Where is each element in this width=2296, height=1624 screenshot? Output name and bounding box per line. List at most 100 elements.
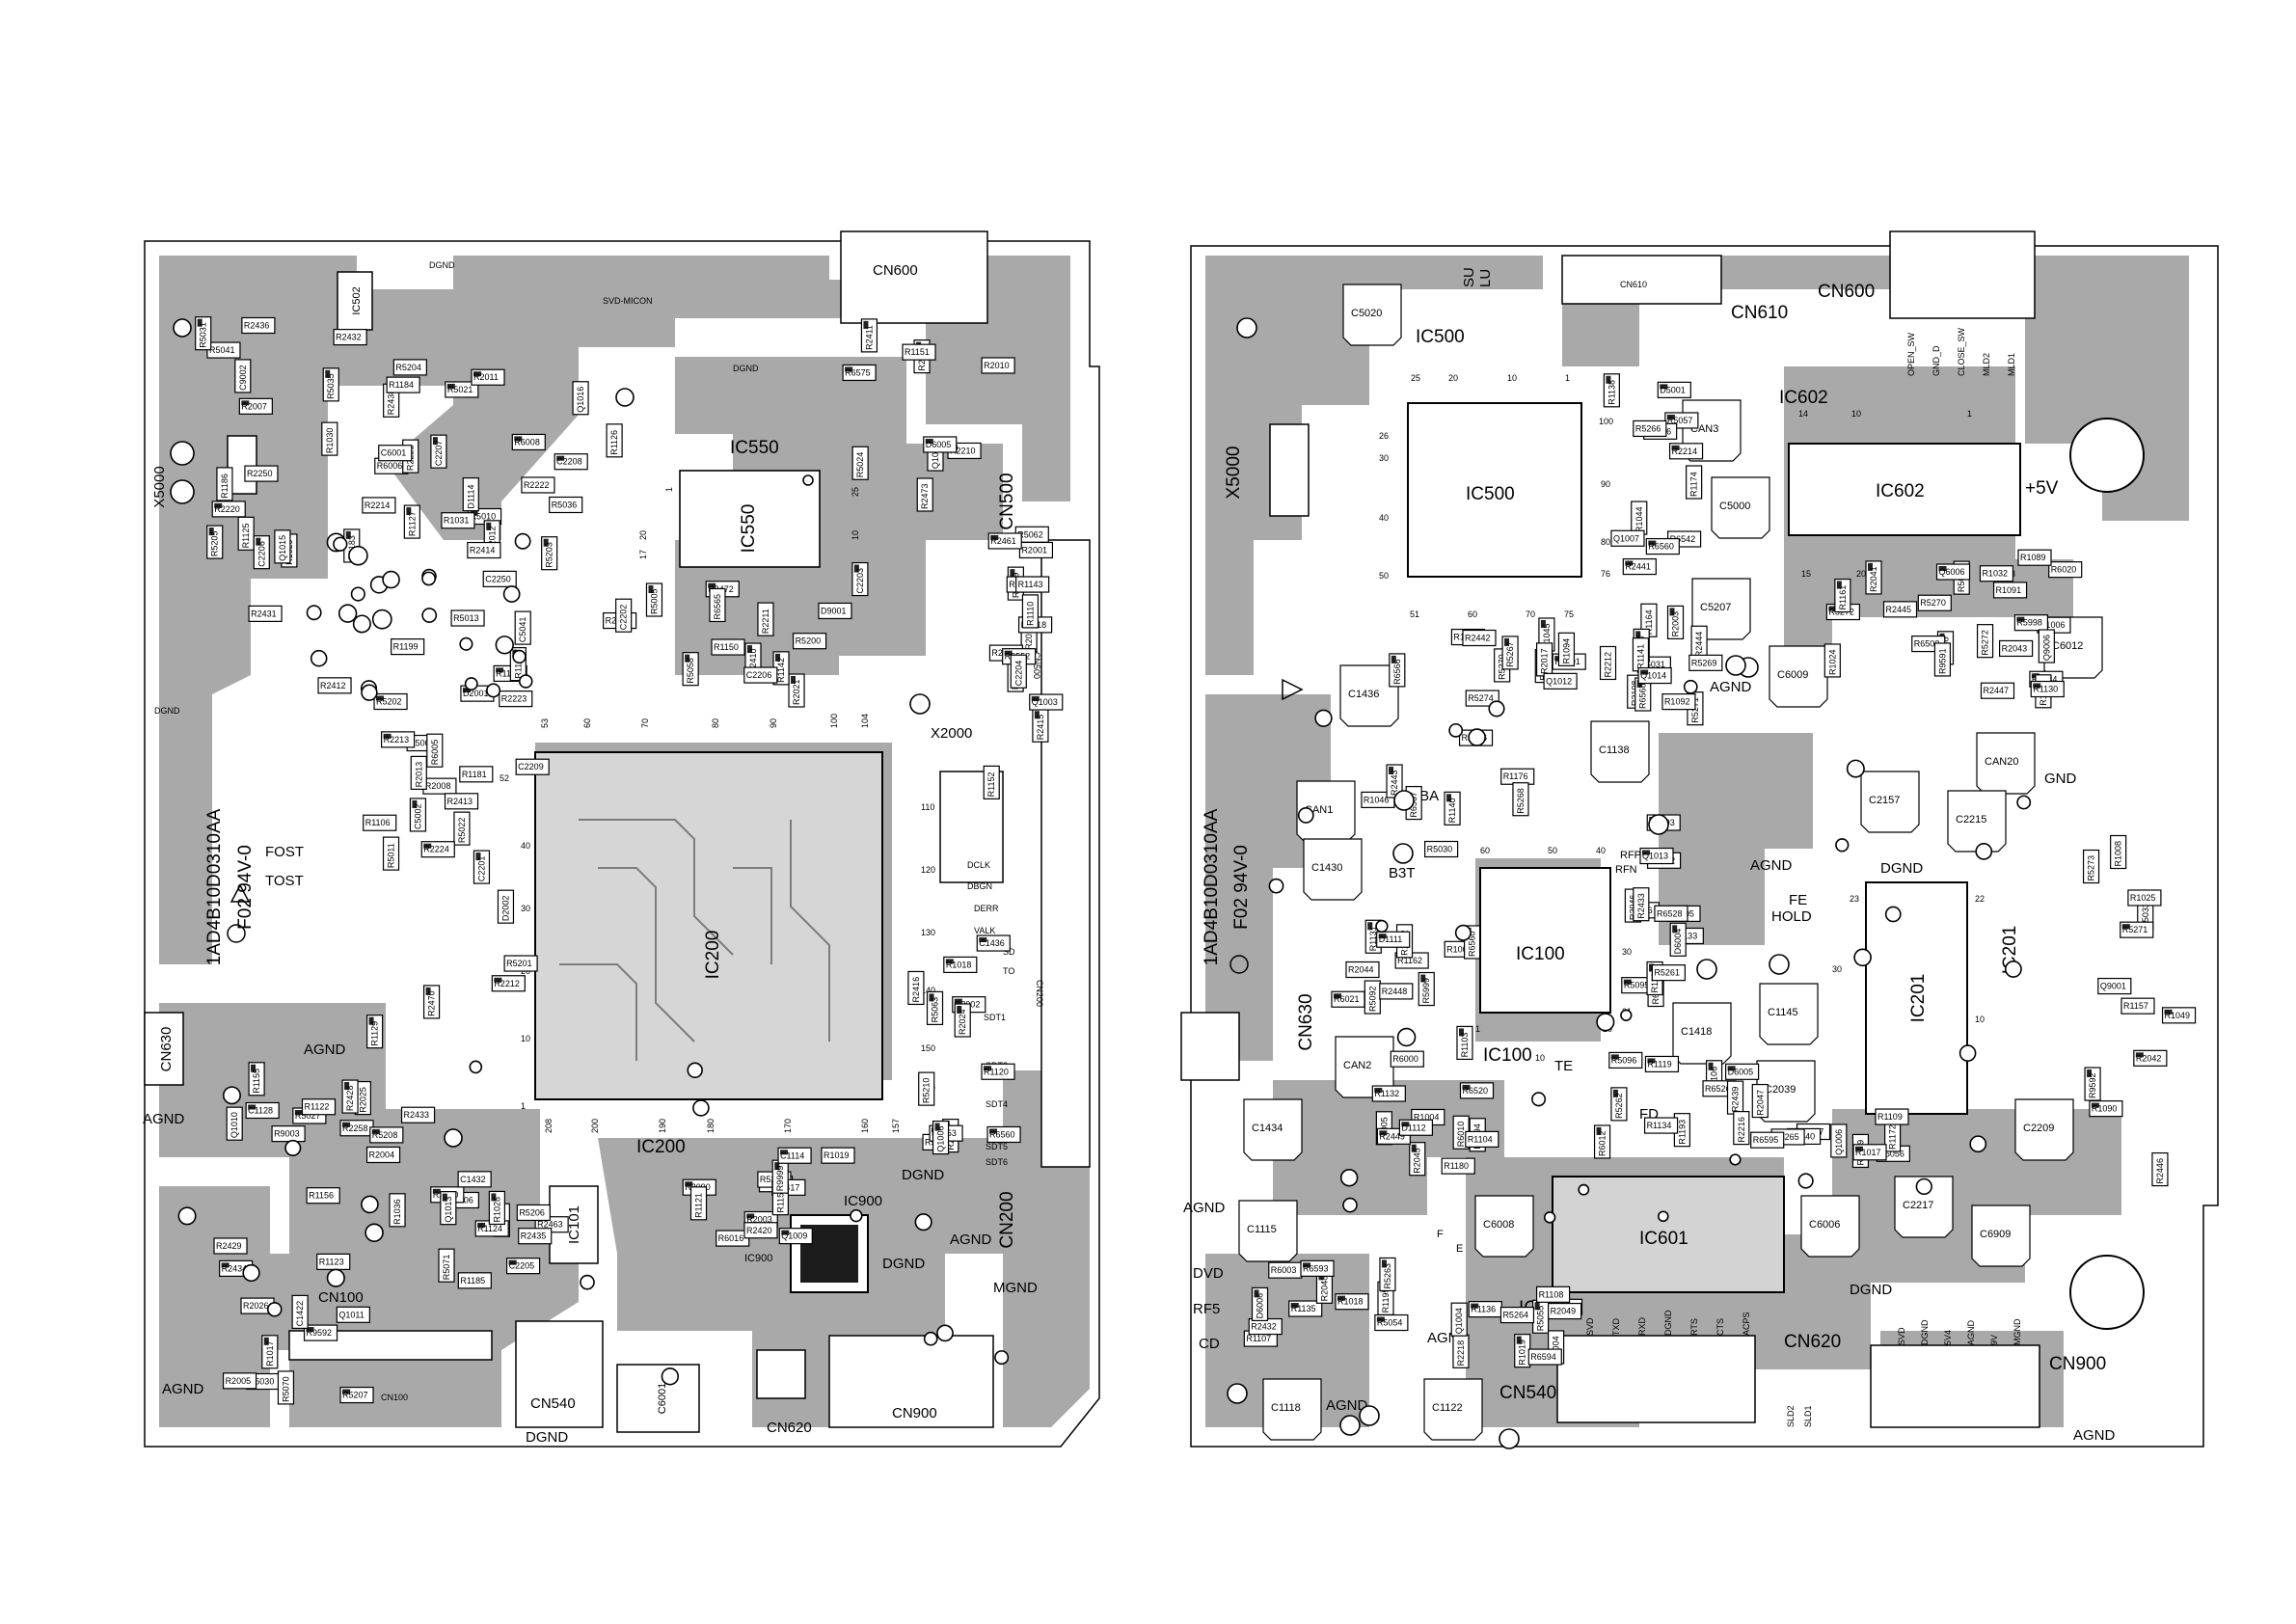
component-ref: R6575 <box>845 367 871 377</box>
ic200-pin: 170 <box>783 1119 793 1133</box>
component-ref: R1140 <box>1447 798 1457 823</box>
svd-micon-label: SVD-MICON <box>603 296 653 306</box>
signal-label-bottom: CTS <box>1715 1318 1725 1336</box>
component: R5200 <box>792 633 827 650</box>
component-ref: R2212 <box>1604 652 1613 678</box>
via <box>486 683 501 698</box>
net-label-agnd_4: AGND <box>1326 1397 1368 1414</box>
signal-label-top: MLD1 <box>2007 353 2016 376</box>
component: R1049 <box>2161 1007 2197 1024</box>
component: Q1003 <box>1029 693 1064 711</box>
component: D1111 <box>1376 931 1411 948</box>
capacitor-ref: C1122 <box>1432 1402 1463 1414</box>
ic200-pin: 110 <box>921 802 934 812</box>
component-ref: R5204 <box>395 363 421 372</box>
via <box>1236 317 1257 338</box>
net-label-agnd_6: AGND <box>2073 1427 2116 1444</box>
via <box>1797 1173 1814 1189</box>
net-label-su: SU <box>1461 267 1477 287</box>
component: R9999 <box>771 1159 789 1194</box>
component-ref: R5207 <box>342 1391 368 1400</box>
component: R2017 <box>1535 642 1553 677</box>
component: C6001 <box>378 445 413 462</box>
component-ref: R1193 <box>1677 1120 1687 1145</box>
component: R6560 <box>1645 537 1680 555</box>
cn900-a <box>828 1335 994 1428</box>
component-ref: R1155 <box>252 1069 261 1094</box>
via <box>518 674 533 689</box>
component-ref: R5272 <box>1981 630 1990 656</box>
component-ref: R5261 <box>1654 968 1680 978</box>
component-ref: R5057 <box>1667 416 1693 425</box>
component-ref: R5055 <box>1536 1306 1546 1332</box>
ic602-ref: IC602 <box>1779 388 1828 408</box>
component: C2250 <box>482 570 517 587</box>
component: R2250 <box>244 465 279 482</box>
via <box>580 1274 595 1290</box>
component: R5055 <box>1532 1299 1550 1334</box>
capacitor-ref: CAN2 <box>1343 1060 1371 1071</box>
component-ref: R1172 <box>1888 1124 1898 1150</box>
component-ref: R1046 <box>1364 795 1390 804</box>
ic550-pin: 1 <box>664 487 674 492</box>
component-ref: R1028 <box>492 1197 501 1223</box>
ic200-pin: 200 <box>590 1119 600 1133</box>
component-ref: R2012 <box>487 526 497 552</box>
component-ref: R1089 <box>2020 553 2046 562</box>
component: R5271 <box>2120 921 2154 938</box>
component: R2044 <box>1345 961 1380 979</box>
via <box>469 1060 483 1074</box>
ic550-pin: 17 <box>638 550 648 559</box>
component: R1141 <box>1632 637 1650 672</box>
component-ref: R1106 <box>365 818 391 827</box>
cn610-b-label: CN610 <box>1731 303 1788 323</box>
ic500-pin: 60 <box>1468 609 1477 619</box>
via <box>1488 700 1505 717</box>
board-a-vias <box>170 318 1010 1386</box>
component-ref: R2003 <box>746 1214 772 1224</box>
via <box>1958 1044 1977 1062</box>
net-label-e: E <box>1456 1243 1463 1255</box>
component-ref: R1157 <box>2123 1001 2148 1011</box>
component: R1019 <box>821 1147 855 1164</box>
component-ref: R2044 <box>1348 964 1374 974</box>
component: R2415 <box>1032 708 1049 743</box>
via <box>495 636 514 655</box>
component: R1121 <box>689 1186 708 1221</box>
via <box>1969 1135 1987 1153</box>
via <box>1448 722 1464 738</box>
component-ref: D2001 <box>463 689 489 698</box>
component-ref: R6566 <box>1392 659 1402 685</box>
capacitor: C2215 <box>1947 790 2007 853</box>
component: R2414 <box>467 541 501 559</box>
component: R1044 <box>1631 501 1648 535</box>
component-ref: R1094 <box>1561 638 1571 664</box>
component: R2212 <box>1599 645 1617 681</box>
capacitor-ref: C2039 <box>1765 1084 1796 1096</box>
component: C1436 <box>976 934 1011 952</box>
ic201-pin: 22 <box>1975 894 1985 904</box>
via <box>1396 1027 1417 1047</box>
component-ref: R2429 <box>216 1241 242 1251</box>
component: R5035 <box>322 367 339 402</box>
via <box>352 614 371 634</box>
component: R5036 <box>549 496 583 514</box>
component: R2446 <box>2151 1151 2169 1187</box>
component: D6005 <box>923 436 958 453</box>
component: R2448 <box>1379 983 1414 1000</box>
capacitor: CAN2 <box>1335 1036 1394 1098</box>
component-ref: R9999 <box>775 1166 785 1192</box>
fost-label: FOST <box>265 844 304 860</box>
signal-label-bottom: RXD <box>1637 1316 1647 1336</box>
component: D9001 <box>818 602 852 620</box>
via <box>1620 1009 1633 1021</box>
component-ref: R6593 <box>1303 1263 1329 1273</box>
signal-label: VALK <box>974 926 995 935</box>
component: R5208 <box>369 1126 404 1144</box>
cn900-a-label: CN900 <box>892 1405 937 1421</box>
ic200-pin: 53 <box>540 718 550 728</box>
component: R5021 <box>445 381 479 398</box>
component-ref: R5265 <box>1773 1132 1799 1142</box>
ic201-pin: 10 <box>1975 1015 1985 1024</box>
